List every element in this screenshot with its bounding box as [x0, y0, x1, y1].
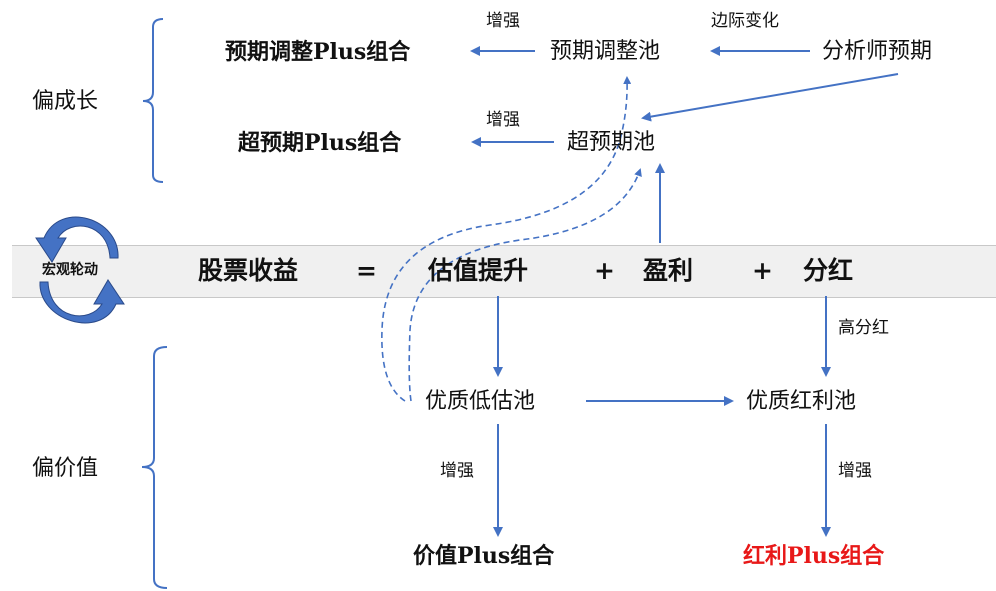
node-beyond-expect-plus: 超预期Plus组合	[238, 130, 402, 156]
dashed-arrow-low-val-to-adjust-pool	[381, 76, 632, 402]
node-dividend-plus: 红利Plus组合	[743, 543, 885, 569]
equation-band	[12, 245, 996, 298]
edge-label-enhance-left: 增强	[440, 461, 474, 481]
equation-term-valuation: 估值提升	[428, 256, 529, 285]
equation-plus-2: +	[752, 256, 773, 285]
node-quality-low-val-pool: 优质低估池	[425, 389, 536, 414]
macro-rotation-label: 宏观轮动	[42, 262, 98, 278]
node-quality-dividend-pool: 优质红利池	[746, 389, 857, 414]
category-value: 偏价值	[32, 456, 99, 481]
equation-lhs: 股票收益	[198, 256, 299, 285]
node-value-plus: 价值Plus组合	[413, 543, 555, 569]
edge-label-enhance-right: 增强	[838, 461, 872, 481]
edge-label-marginal-change: 边际变化	[711, 11, 779, 31]
edge-label-high-dividend: 高分红	[838, 318, 889, 338]
equation-plus-1: +	[594, 256, 615, 285]
category-growth: 偏成长	[32, 89, 99, 114]
equation-term-dividend: 分红	[803, 256, 854, 285]
node-expect-adjust-pool: 预期调整池	[550, 39, 661, 64]
growth-brace	[142, 18, 164, 183]
cycle-arrows-icon	[35, 216, 125, 324]
dashed-arrow-low-val-to-beyond-pool	[408, 168, 642, 402]
value-brace	[141, 346, 168, 589]
equation-equals: =	[356, 256, 377, 285]
node-beyond-expect-pool: 超预期池	[567, 130, 656, 155]
edge-label-enhance-mid: 增强	[486, 110, 520, 130]
equation-term-profit: 盈利	[643, 256, 694, 285]
edge-label-enhance-top: 增强	[486, 11, 520, 31]
node-expect-adjust-plus: 预期调整Plus组合	[225, 39, 411, 65]
node-analyst-expect: 分析师预期	[822, 39, 933, 64]
arrow-analyst-to-beyond-pool	[641, 73, 899, 122]
